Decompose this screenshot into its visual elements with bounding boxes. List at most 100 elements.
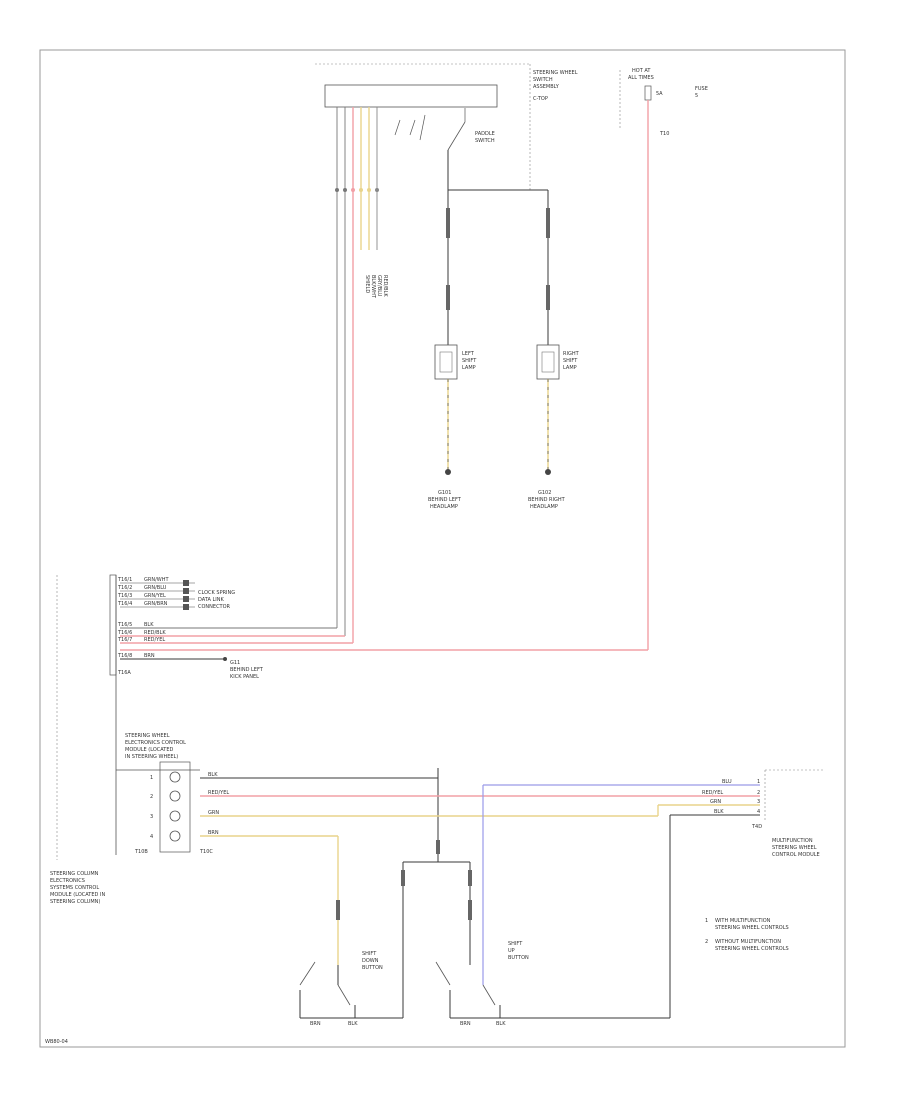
shift-up-button: SHIFT UP BUTTON BRN BLK xyxy=(435,940,529,1027)
diagram-notes: 1 WITH MULTIFUNCTION STEERING WHEEL CONT… xyxy=(705,918,789,952)
fuse-5: HOT AT ALL TIMES FUSE 5 5A T10 xyxy=(619,68,708,650)
footer-code: WB80-04 xyxy=(45,1039,68,1045)
diagram-frame xyxy=(39,49,846,1048)
top-switch-label-3: ASSEMBLY xyxy=(533,84,560,90)
sw-wire-1: BLK xyxy=(208,772,218,778)
shift-down-wire-2: BLK xyxy=(348,1021,358,1027)
sw-wire-3: GRN xyxy=(208,810,219,816)
paddle-switch-label-1: PADDLE xyxy=(475,131,495,137)
shift-up-wire-1: BRN xyxy=(460,1021,471,1027)
steering-wheel-module: STEERING WHEEL ELECTRONICS CONTROL MODUL… xyxy=(116,733,760,965)
shift-up-label-3: BUTTON xyxy=(508,955,529,961)
sw-module-label-2: ELECTRONICS CONTROL xyxy=(125,740,186,746)
shift-down-label-2: DOWN xyxy=(362,958,379,964)
right-wire-2: RED/YEL xyxy=(702,790,723,796)
sw-wire-2: RED/YEL xyxy=(208,790,229,796)
note-2-line-2: STEERING WHEEL CONTROLS xyxy=(715,946,789,952)
sw-module-label-3: MODULE (LOCATED xyxy=(125,747,174,753)
wire-color-2: GRN/BLU xyxy=(144,585,167,591)
top-switch-connector-label: C-TOP xyxy=(533,96,548,102)
right-module-label-1: MULTIFUNCTION xyxy=(772,838,813,844)
sw-pin-2 xyxy=(169,790,181,802)
left-ground-g11-2: BEHIND LEFT xyxy=(230,667,264,673)
left-module-label-4: MODULE (LOCATED IN xyxy=(50,892,105,898)
sw-pin-4 xyxy=(169,830,181,842)
shift-up-wire-2: BLK xyxy=(496,1021,506,1027)
wire-color-5: BLK xyxy=(144,622,154,628)
right-module-label-2: STEERING WHEEL xyxy=(772,845,817,851)
left-module-connector-name: T16A xyxy=(117,670,131,676)
fuse-hot-label-1: HOT AT xyxy=(632,68,651,74)
right-module-label-3: CONTROL MODULE xyxy=(772,852,820,858)
right-ground-label-1: G102 xyxy=(538,490,551,496)
fuse-number-label: 5 xyxy=(695,93,698,99)
sw-connector-left: T10B xyxy=(134,849,148,855)
vertical-wire-bundle: SHIELD BLK/WHT GRY/BLU RED/BLK xyxy=(335,107,388,643)
left-module-label-5: STEERING COLUMN) xyxy=(50,899,100,905)
right-wire-4: BLK xyxy=(714,809,724,815)
sw-wire-4: BRN xyxy=(208,830,219,836)
right-module: BLU RED/YEL GRN BLK 1 2 3 4 T4D MULTIFUN… xyxy=(482,769,825,1019)
left-lamp-label-1: LEFT xyxy=(462,351,475,357)
lamp-branch-wires xyxy=(446,150,550,345)
shift-down-label-1: SHIFT xyxy=(362,951,377,957)
left-module: T16/1 T16/2 T16/3 T16/4 T16/5 T16/6 T16/… xyxy=(50,574,648,905)
shift-up-label-2: UP xyxy=(508,948,515,954)
fuse-amp-label: 5A xyxy=(656,91,663,97)
wire-color-7: RED/YEL xyxy=(144,637,165,643)
wire-color-6: RED/BLK xyxy=(144,630,166,636)
fuse-connector-label: T10 xyxy=(659,131,669,137)
switch-connector-block xyxy=(324,84,498,108)
note-2-num: 2 xyxy=(705,939,708,945)
top-switch-label-2: SWITCH xyxy=(533,77,553,83)
pin-label-5: T16/5 xyxy=(117,622,132,628)
shift-down-button: SHIFT DOWN BUTTON BRN BLK xyxy=(299,951,403,1027)
pin-label-4: T16/4 xyxy=(117,601,132,607)
left-ground-label-3: HEADLAMP xyxy=(430,504,458,510)
note-2-line-1: WITHOUT MULTIFUNCTION xyxy=(715,939,781,945)
pin-label-6: T16/6 xyxy=(117,630,132,636)
shift-up-label-1: SHIFT xyxy=(508,941,523,947)
right-wire-1: BLU xyxy=(722,779,732,785)
left-ground-g11-3: KICK PANEL xyxy=(230,674,259,680)
right-lamp-label-3: LAMP xyxy=(563,365,577,371)
sw-module-label-4: IN STEERING WHEEL) xyxy=(125,754,178,760)
vwire-label-1: SHIELD xyxy=(364,275,370,293)
right-ground-label-3: HEADLAMP xyxy=(530,504,558,510)
left-module-label-3: SYSTEMS CONTROL xyxy=(50,885,99,891)
right-lamp-label-1: RIGHT xyxy=(563,351,580,357)
sw-connector-right: T10C xyxy=(199,849,213,855)
pin-label-2: T16/2 xyxy=(117,585,132,591)
pin-label-3: T16/3 xyxy=(117,593,132,599)
clock-spring-label-1: CLOCK SPRING xyxy=(198,590,235,596)
right-pin-1: 1 xyxy=(757,779,760,785)
note-1-line-2: STEERING WHEEL CONTROLS xyxy=(715,925,789,931)
right-wire-3: GRN xyxy=(710,799,721,805)
left-module-label-1: STEERING COLUMN xyxy=(50,871,99,877)
clock-spring-label-3: CONNECTOR xyxy=(198,604,231,610)
bottom-switch-junction xyxy=(336,840,472,1018)
sw-pin-1 xyxy=(169,771,181,783)
vwire-label-3: GRY/BLU xyxy=(376,275,382,297)
wire-color-3: GRN/YEL xyxy=(144,593,166,599)
paddle-switch-label-2: SWITCH xyxy=(475,138,495,144)
right-connector-label: T4D xyxy=(751,824,762,830)
sw-pin-num-3: 3 xyxy=(150,814,153,820)
right-pin-3: 3 xyxy=(757,799,760,805)
pin-label-1: T16/1 xyxy=(117,577,132,583)
fuse-hot-label-2: ALL TIMES xyxy=(628,75,654,81)
wire-color-4: GRN/BRN xyxy=(144,601,168,607)
top-switch-assembly: STEERING WHEEL SWITCH ASSEMBLY C-TOP PAD… xyxy=(315,63,578,190)
pin-label-8: T16/8 xyxy=(117,653,132,659)
sw-pin-num-1: 1 xyxy=(150,775,153,781)
left-lamp-label-3: LAMP xyxy=(462,365,476,371)
note-1-num: 1 xyxy=(705,918,708,924)
right-ground-label-2: BEHIND RIGHT xyxy=(528,497,566,503)
left-module-connector xyxy=(109,574,117,676)
vwire-label-4: RED/BLK xyxy=(382,275,388,297)
shift-down-label-3: BUTTON xyxy=(362,965,383,971)
pin-label-7: T16/7 xyxy=(117,637,132,643)
right-shift-lamp: RIGHT SHIFT LAMP G102 BEHIND RIGHT HEADL… xyxy=(528,344,580,510)
left-ground-label-1: G101 xyxy=(438,490,451,496)
